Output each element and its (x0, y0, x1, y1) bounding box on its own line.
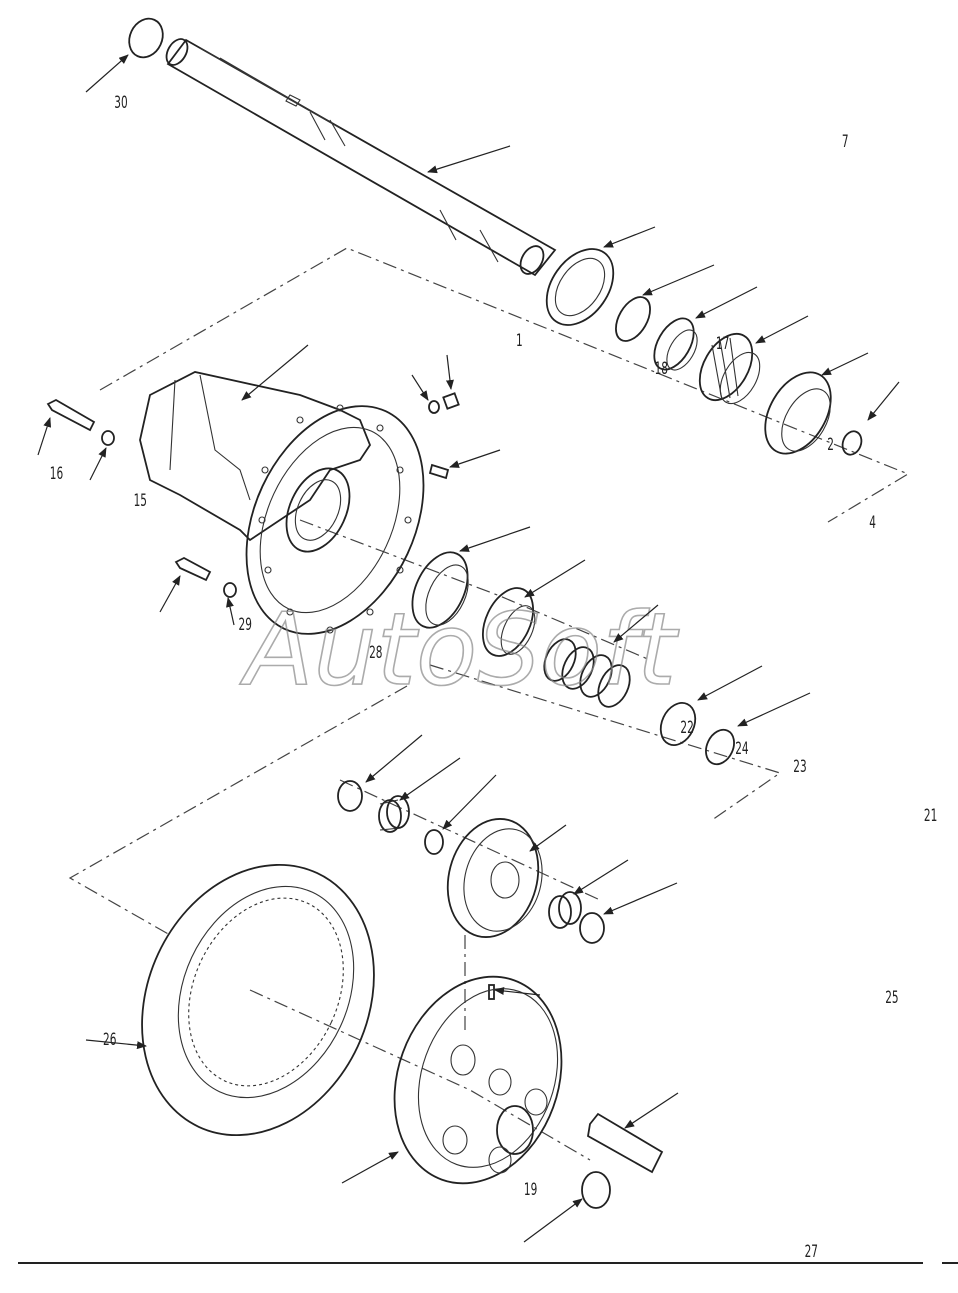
bearing-cup-4 (411, 551, 469, 629)
callout-7: 7 (842, 133, 849, 152)
thrust-washer-22-lower (579, 912, 605, 944)
needle-bearing-24-lower (548, 891, 582, 929)
breather-plug (442, 392, 460, 410)
thrust-washer-22-upper (337, 780, 363, 812)
assembly-outline-upper (99, 247, 910, 523)
callout-25: 25 (885, 989, 898, 1008)
seal (545, 248, 615, 326)
planet-carrier (393, 975, 563, 1185)
o-ring-23 (424, 829, 444, 855)
callout-22-upper: 22 (680, 719, 693, 738)
roll-pin (488, 984, 495, 1000)
callout-29: 29 (238, 616, 251, 635)
shims (543, 638, 631, 708)
spacer-13 (659, 702, 697, 746)
callout-23: 23 (793, 758, 806, 777)
callout-28: 28 (369, 644, 382, 663)
housing (139, 371, 425, 635)
callout-26: 26 (103, 1031, 116, 1050)
snap-ring-12 (705, 728, 735, 766)
bolt-29 (174, 556, 212, 582)
bearing-cone-6 (698, 333, 761, 405)
callout-30: 30 (114, 94, 127, 113)
ring-gear (141, 863, 375, 1137)
callout-24-upper: 24 (735, 740, 748, 759)
callout-1: 1 (516, 332, 523, 351)
callout-18: 18 (655, 360, 668, 379)
callout-27: 27 (805, 1243, 818, 1262)
planet-pin (587, 1112, 664, 1174)
callout-2: 2 (827, 436, 834, 455)
spacer (653, 317, 698, 371)
o-ring (615, 296, 651, 342)
washer-28 (223, 582, 237, 598)
footer-rule (18, 1262, 923, 1264)
callout-19: 19 (524, 1181, 537, 1200)
callout-16: 16 (50, 465, 63, 484)
snap-ring-30 (128, 17, 164, 59)
callout-4: 4 (869, 514, 876, 533)
bolt-16 (46, 398, 96, 432)
callout-15: 15 (134, 492, 147, 511)
dowel-pin (428, 463, 450, 480)
needle-bearing-24-upper (378, 795, 410, 833)
footer-rule-end (942, 1262, 958, 1264)
watermark: AutoSoft (239, 591, 680, 708)
callout-labels: 1 2 3 4 5 6 7 8 9 10 11 12 13 14 15 16 1… (50, 94, 938, 1262)
assembly-outline-lower (68, 664, 782, 936)
planet-gear (446, 818, 543, 938)
snap-ring-27 (581, 1171, 611, 1209)
bearing-cup-3 (764, 371, 832, 455)
washer-18 (428, 400, 440, 414)
callout-17: 17 (716, 335, 729, 354)
bearing-cone-5 (482, 587, 536, 657)
shaft (165, 38, 557, 277)
washer-15 (101, 430, 115, 446)
callout-21: 21 (924, 807, 937, 826)
leader-lines (37, 54, 900, 1243)
plug (841, 430, 863, 456)
